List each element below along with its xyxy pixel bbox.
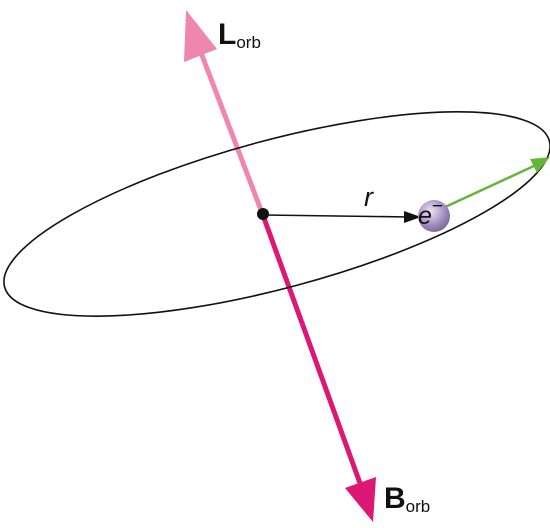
radius-arrowhead	[404, 211, 421, 223]
velocity-arrow-shaft	[442, 163, 537, 210]
velocity-arrowhead	[530, 157, 550, 173]
radius-vector	[263, 214, 411, 218]
magnetic-field-arrowhead	[345, 477, 376, 522]
angular-momentum-arrowhead	[184, 10, 217, 62]
electron-label: e−	[418, 196, 443, 230]
magnetic-field-arrow-shaft	[261, 217, 364, 487]
radius-label: r	[364, 182, 374, 212]
electron-sphere-icon	[418, 200, 450, 232]
nucleus-dot-icon	[257, 208, 269, 220]
electron-orbit	[3, 111, 550, 317]
magnetic-field-label: Borb	[384, 482, 430, 516]
angular-momentum-label: Lorb	[218, 18, 261, 52]
angular-momentum-arrow-shaft	[197, 49, 267, 219]
